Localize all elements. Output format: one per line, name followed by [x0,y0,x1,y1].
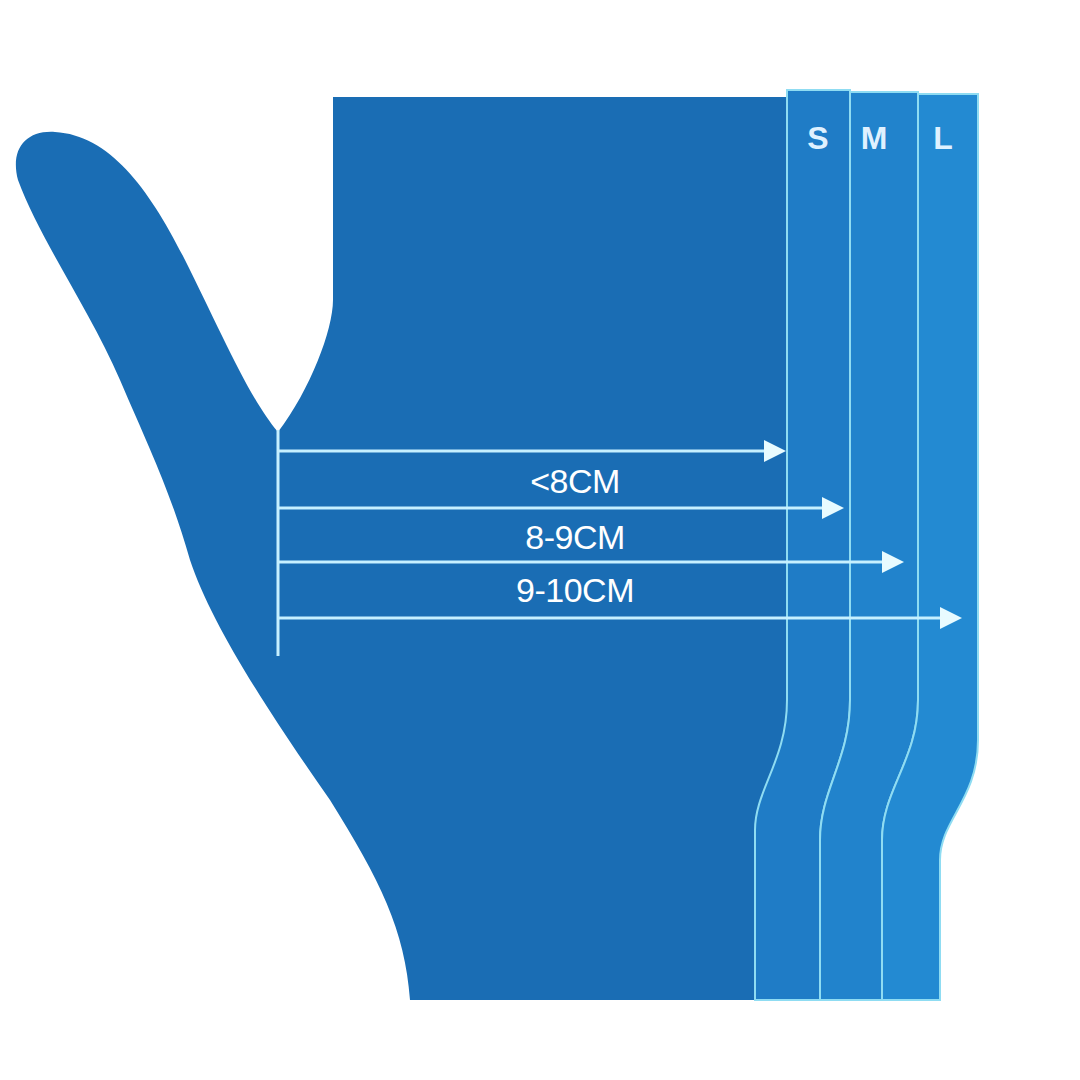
arrowhead [822,497,844,519]
measure-arrow-line [278,450,768,453]
size-letter: S [807,122,828,154]
dimension-label: <8CM [530,464,620,498]
arrowhead [764,440,786,462]
arrowhead [882,551,904,573]
measure-base-line [277,430,280,656]
measure-arrow-line [278,617,944,620]
dimension-label: 9-10CM [516,573,634,607]
dimension-label: 8-9CM [525,520,625,554]
glove-band-large [882,94,978,1000]
measure-arrow-line [278,561,886,564]
size-letter: L [933,122,953,154]
hand-shape [16,97,790,1000]
arrowhead [940,607,962,629]
measure-arrow-line [278,507,826,510]
size-letter: M [861,122,888,154]
